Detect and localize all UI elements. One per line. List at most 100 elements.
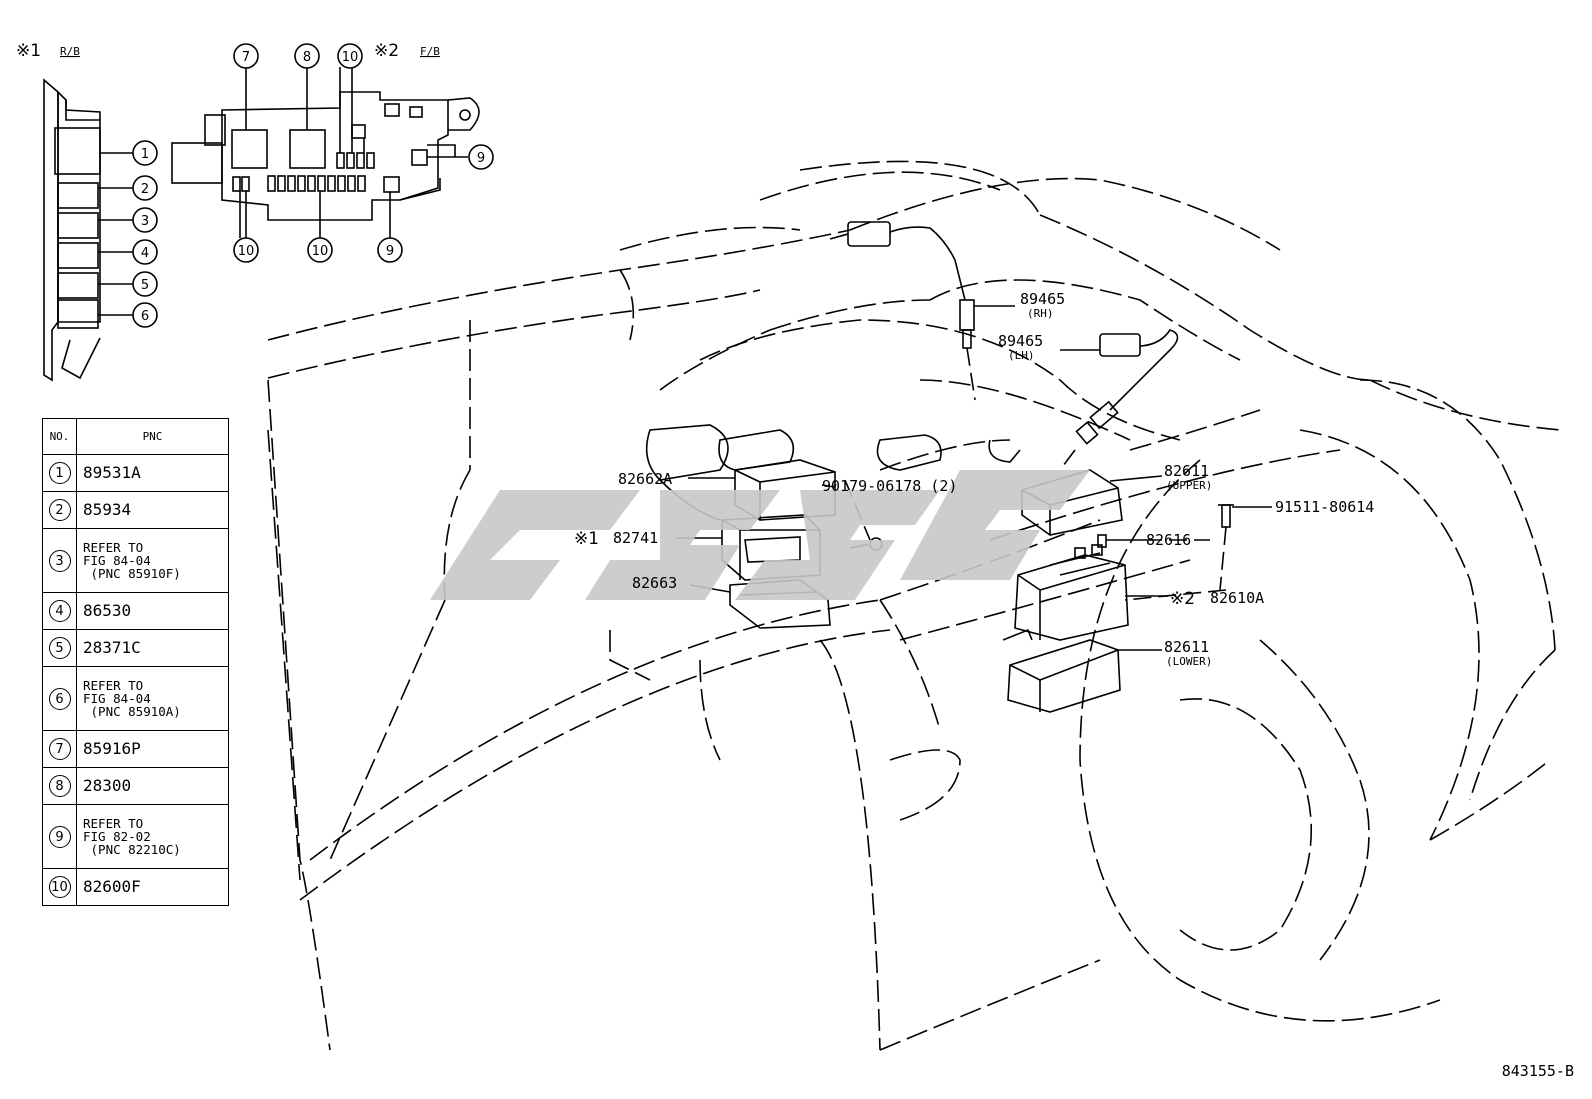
callout-5-text: 5 xyxy=(141,278,149,293)
callout-10-left-text: 10 xyxy=(238,244,255,259)
row-pnc: 28300 xyxy=(76,767,229,805)
label-82610a-marker: ※2 xyxy=(1170,589,1195,609)
row-pnc: 28371C xyxy=(76,629,229,667)
callout-1 xyxy=(132,140,158,166)
callout-9-right-text: 9 xyxy=(477,151,485,166)
table-row: 2 85934 xyxy=(42,491,229,529)
label-82741: 82741 xyxy=(613,529,658,547)
callout-6-text: 6 xyxy=(141,309,149,324)
label-91511: 91511-80614 xyxy=(1275,498,1374,516)
callout-9-right xyxy=(468,144,494,170)
callout-1-text: 1 xyxy=(141,147,149,162)
row-pnc: 85934 xyxy=(76,491,229,529)
table-header-row: NO. PNC xyxy=(42,418,229,455)
pnc-line: 28300 xyxy=(83,776,132,795)
pnc-line: FIG 84-04 xyxy=(83,553,151,568)
row-number: 9 xyxy=(42,804,77,869)
row-number: 3 xyxy=(42,528,77,593)
fb-name: F/B xyxy=(420,45,440,58)
label-82611-upper: 82611 xyxy=(1164,462,1209,480)
pnc-line: (PNC 85910F) xyxy=(83,566,181,581)
fuse-block-drawing xyxy=(171,67,480,238)
row-number-circle: 6 xyxy=(48,687,71,710)
callout-9-bottom-text: 9 xyxy=(386,244,394,259)
table-row: 1 89531A xyxy=(42,454,229,492)
row-number: 10 xyxy=(42,868,77,906)
row-pnc: 82600F xyxy=(76,868,229,906)
callout-5 xyxy=(132,271,158,297)
pnc-line: REFER TO xyxy=(83,678,144,693)
label-89465-rh: 89465 xyxy=(1020,290,1065,308)
row-pnc: 89531A xyxy=(76,454,229,492)
figure-id: 843155-B xyxy=(1501,1062,1574,1080)
row-number: 4 xyxy=(42,592,77,630)
label-upper: (UPPER) xyxy=(1166,479,1212,492)
table-row: 10 82600F xyxy=(42,868,229,906)
callout-10-mid-text: 10 xyxy=(312,244,329,259)
row-number: 1 xyxy=(42,454,77,492)
label-82662a: 82662A xyxy=(618,470,672,488)
pnc-line: 82600F xyxy=(83,877,141,896)
callout-7 xyxy=(233,43,259,69)
callout-3-text: 3 xyxy=(141,214,149,229)
leader-lines-dashed xyxy=(829,233,1227,601)
row-number-circle: 2 xyxy=(48,499,71,521)
header-pnc: PNC xyxy=(76,418,229,455)
callout-10-mid xyxy=(307,237,333,263)
callout-2-text: 2 xyxy=(141,182,149,197)
pnc-line: REFER TO xyxy=(83,540,144,555)
row-number: 8 xyxy=(42,767,77,805)
table-row: 5 28371C xyxy=(42,629,229,667)
pnc-line: 85916P xyxy=(83,739,141,758)
label-lower: (LOWER) xyxy=(1166,655,1212,668)
pnc-line: 89531A xyxy=(83,463,141,482)
pnc-line: 28371C xyxy=(83,638,141,657)
label-89465-lh: 89465 xyxy=(998,332,1043,350)
pnc-line: REFER TO xyxy=(83,816,144,831)
row-number: 5 xyxy=(42,629,77,667)
row-number-circle: 3 xyxy=(48,549,71,572)
row-number-circle: 10 xyxy=(48,876,71,898)
pnc-line: FIG 82-02 xyxy=(83,829,151,844)
callout-8-text: 8 xyxy=(303,50,311,65)
callout-2 xyxy=(132,175,158,201)
label-82610a: 82610A xyxy=(1210,589,1264,607)
row-number: 7 xyxy=(42,730,77,768)
row-number-circle: 7 xyxy=(48,738,71,760)
pnc-line: FIG 84-04 xyxy=(83,691,151,706)
row-number: 2 xyxy=(42,491,77,529)
label-82663: 82663 xyxy=(632,574,677,592)
callout-10-top xyxy=(337,43,363,69)
pnc-line: 85934 xyxy=(83,500,132,519)
callout-4-text: 4 xyxy=(141,246,149,261)
oxygen-sensor-rh-drawing xyxy=(847,221,975,349)
rb-name: R/B xyxy=(60,45,80,58)
table-row: 4 86530 xyxy=(42,592,229,630)
callout-9-bottom xyxy=(377,237,403,263)
row-number-circle: 4 xyxy=(48,600,71,622)
row-pnc: 85916P xyxy=(76,730,229,768)
oxygen-sensor-lh-drawing xyxy=(1075,329,1179,445)
vehicle-outline xyxy=(267,160,1561,1051)
label-82611-lower: 82611 xyxy=(1164,638,1209,656)
pnc-line: 86530 xyxy=(83,601,132,620)
row-number-circle: 1 xyxy=(48,462,71,484)
callout-8 xyxy=(294,43,320,69)
rb-marker: ※1 xyxy=(16,41,41,61)
table-row: 7 85916P xyxy=(42,730,229,768)
watermark-logo xyxy=(430,470,1090,600)
pnc-line: (PNC 82210C) xyxy=(83,842,181,857)
callout-4 xyxy=(132,239,158,265)
callout-6 xyxy=(132,302,158,328)
table-row: 8 28300 xyxy=(42,767,229,805)
row-number-circle: 8 xyxy=(48,775,71,797)
label-82741-marker: ※1 xyxy=(574,529,599,549)
